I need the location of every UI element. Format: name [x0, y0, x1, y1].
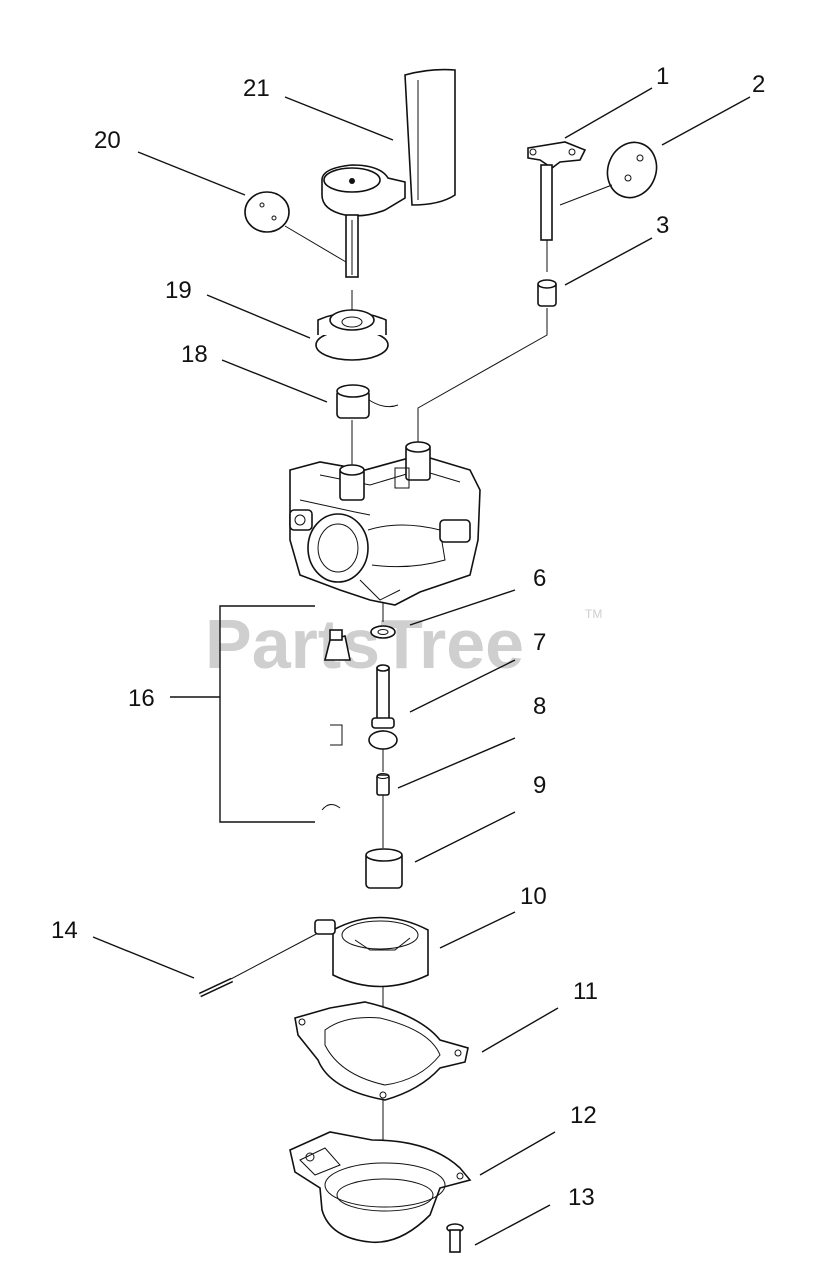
part-20-throttle-plate: [244, 191, 347, 263]
callout-6: 6: [533, 565, 546, 592]
watermark: PartsTree TM: [205, 605, 602, 683]
callout-9: 9: [533, 772, 546, 799]
part-10-float-bowl: [314, 916, 429, 988]
part-19-gear: [315, 309, 389, 361]
part-6-washer: [370, 625, 396, 639]
callout-2: 2: [752, 71, 765, 98]
part-14-pin: [198, 977, 234, 998]
callout-1: 1: [656, 63, 669, 90]
part-1-choke-shaft: [527, 141, 587, 241]
callout-18: 18: [181, 341, 208, 368]
part-11-gasket: [294, 1001, 469, 1101]
callout-20: 20: [94, 127, 121, 154]
callout-7: 7: [533, 629, 546, 656]
callout-labels: 21 20 1 2 3 19 18 6 7 16 8 9 10 14 11 12…: [51, 63, 765, 1211]
callout-11: 11: [573, 978, 598, 1005]
part-7-main-nozzle: [371, 664, 395, 729]
part-12-bowl-base: [289, 1131, 472, 1244]
part-8-jet: [368, 730, 398, 796]
part-13-screw: [446, 1223, 464, 1253]
part-16-kit: [170, 605, 351, 823]
callout-8: 8: [533, 693, 546, 720]
part-3-bushing: [537, 279, 557, 307]
part-18-spring: [336, 384, 399, 419]
part-21-throttle-shaft: [321, 68, 456, 278]
callout-16: 16: [128, 685, 155, 712]
callout-14: 14: [51, 917, 78, 944]
callout-19: 19: [165, 277, 192, 304]
part-9-float: [365, 848, 403, 889]
callout-13: 13: [568, 1184, 595, 1211]
callout-3: 3: [656, 212, 669, 239]
watermark-trademark: TM: [585, 607, 602, 621]
callout-21: 21: [243, 75, 270, 102]
callout-10: 10: [520, 883, 547, 910]
carburetor-body: [289, 441, 481, 606]
callout-12: 12: [570, 1102, 597, 1129]
part-2-choke-plate: [559, 141, 658, 206]
watermark-text: PartsTree: [205, 605, 524, 683]
leader-lines: [92, 87, 751, 1246]
